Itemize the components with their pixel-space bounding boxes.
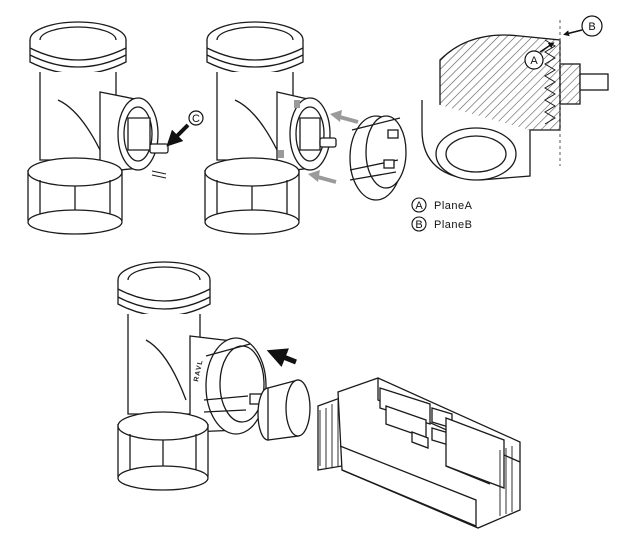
callout-c-letter: C	[192, 113, 200, 125]
legend: A PlaneA B PlaneB	[411, 197, 473, 232]
figure-final-assembly	[117, 261, 521, 529]
callout-b-letter: B	[588, 21, 595, 33]
callout-a-letter: A	[530, 55, 538, 67]
legend-a-label: PlaneA	[434, 200, 473, 212]
legend-b-circle	[411, 216, 427, 232]
callout-a-leader	[539, 42, 555, 53]
figure-cross-section	[421, 20, 609, 181]
adapter-label: RAVL	[193, 359, 205, 383]
figure-adapter-fitting	[204, 21, 407, 235]
callout-b-leader	[563, 29, 583, 37]
legend-a-letter: A	[415, 200, 423, 212]
callout-c-arrow	[166, 123, 190, 147]
callout-b-circle	[581, 15, 603, 37]
legend-b-letter: B	[415, 219, 422, 231]
callout-a-circle	[524, 50, 544, 70]
legend-a-circle	[411, 197, 427, 213]
callout-c-circle	[188, 110, 204, 126]
figure-valve-body	[27, 21, 169, 235]
legend-b-label: PlaneB	[434, 219, 472, 231]
push-arrow	[266, 348, 297, 367]
